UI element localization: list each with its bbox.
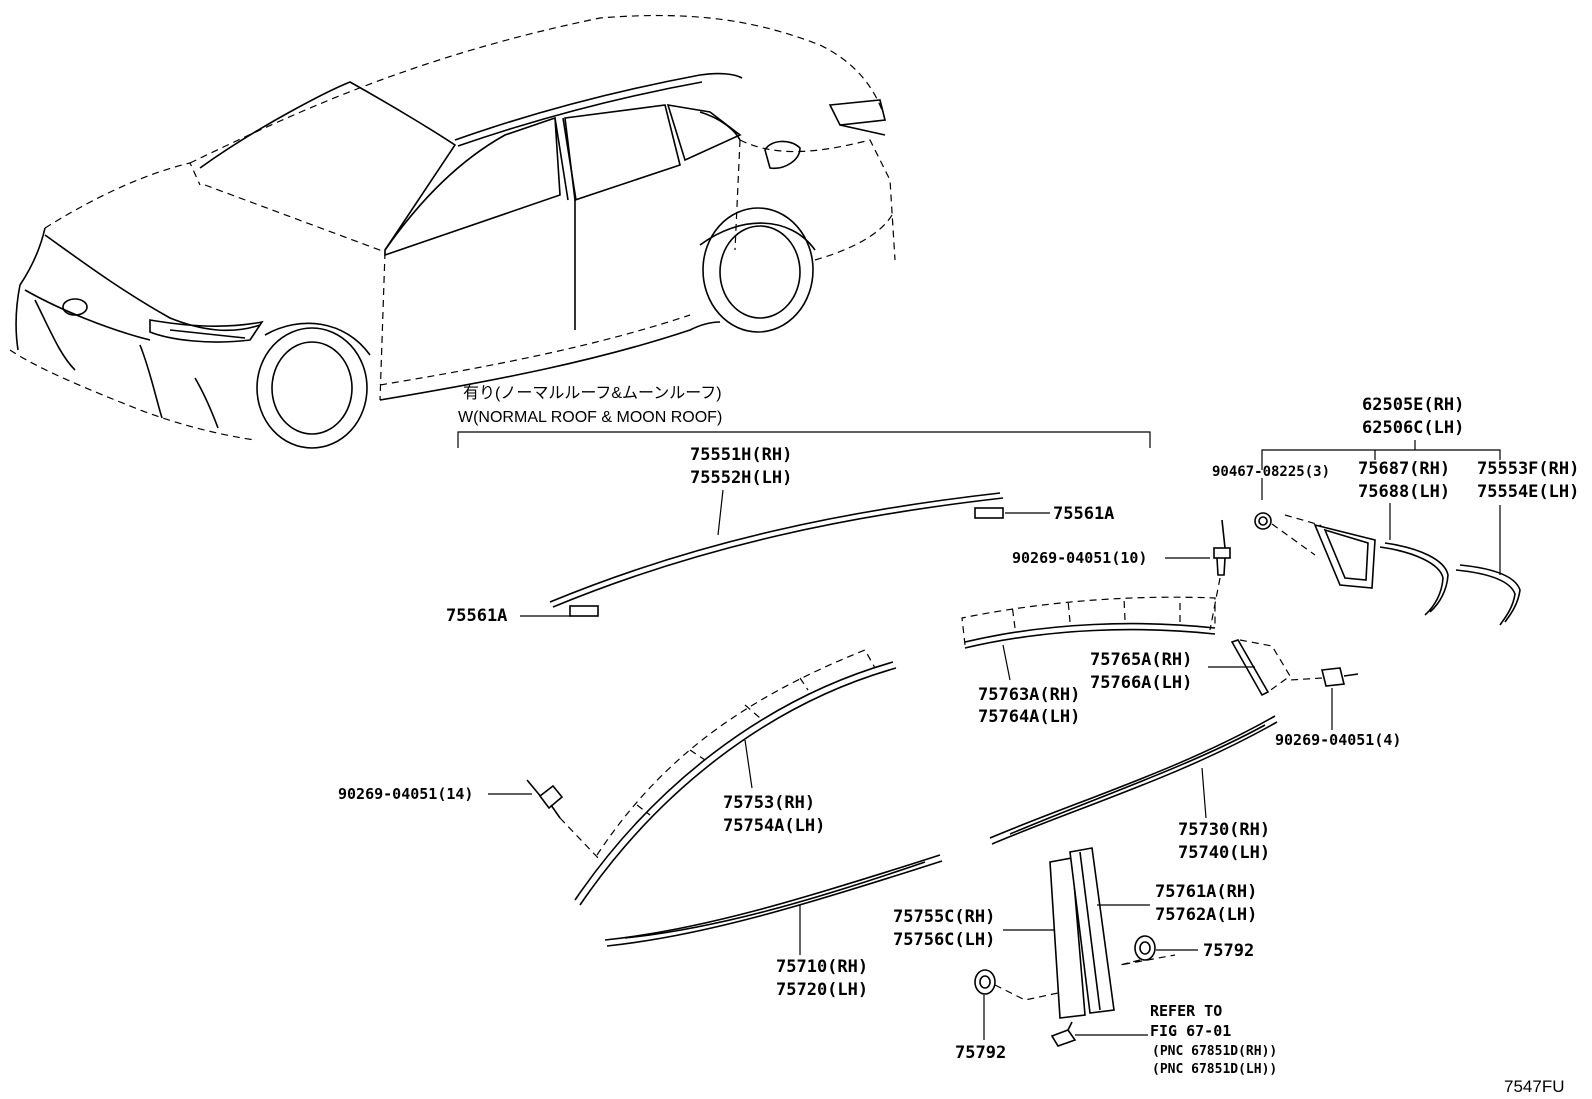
label-75764a: 75764A(LH) xyxy=(978,707,1080,727)
refer-line-1: REFER TO xyxy=(1150,1002,1222,1020)
label-75561a-bottom: 75561A xyxy=(446,606,507,626)
label-75792-bottom: 75792 xyxy=(955,1043,1006,1063)
clip-75561a-top-shape xyxy=(974,507,1004,519)
figure-id: 7547FU xyxy=(1504,1077,1564,1096)
clip-75561a-bottom-shape xyxy=(569,605,599,617)
label-75710: 75710(RH) xyxy=(776,957,868,977)
front-upper-molding-part xyxy=(574,649,897,906)
label-75763a: 75763A(RH) xyxy=(978,685,1080,705)
label-75753: 75753(RH) xyxy=(723,793,815,813)
label-90269-10: 90269-04051(10) xyxy=(1012,549,1147,567)
label-75754a: 75754A(LH) xyxy=(723,816,825,836)
roof-molding-part xyxy=(549,492,1004,608)
label-75762a: 75762A(LH) xyxy=(1155,905,1257,925)
clip-90269-10-shape xyxy=(1213,519,1231,576)
label-75553f: 75553F(RH) xyxy=(1477,459,1579,479)
label-75761a: 75761A(RH) xyxy=(1155,882,1257,902)
label-90269-14: 90269-04051(14) xyxy=(338,785,473,803)
label-75755c: 75755C(RH) xyxy=(893,907,995,927)
label-75766a: 75766A(LH) xyxy=(1090,673,1192,693)
group-label-jp: 有り(ノーマルルーフ&ムーンルーフ) xyxy=(463,384,722,402)
vehicle-illustration xyxy=(9,14,896,449)
label-75756c: 75756C(LH) xyxy=(893,930,995,950)
refer-line-4: (PNC 67851D(LH)) xyxy=(1152,1062,1277,1077)
clip-90269-4-shape xyxy=(1321,667,1359,687)
label-75792-right: 75792 xyxy=(1203,941,1254,961)
label-62506c: 62506C(LH) xyxy=(1362,418,1464,438)
label-75561a-top: 75561A xyxy=(1053,504,1114,524)
refer-bracket-shape xyxy=(1050,1021,1077,1047)
label-75552h: 75552H(LH) xyxy=(690,468,792,488)
label-75720: 75720(LH) xyxy=(776,980,868,1000)
label-75687: 75687(RH) xyxy=(1358,459,1450,479)
label-90269-4: 90269-04051(4) xyxy=(1275,731,1401,749)
label-62505e: 62505E(RH) xyxy=(1362,395,1464,415)
refer-line-3: (PNC 67851D(RH)) xyxy=(1152,1044,1277,1059)
quarter-glass-part xyxy=(1313,523,1376,589)
group-label-en: W(NORMAL ROOF & MOON ROOF) xyxy=(458,409,722,426)
pillar-front-part xyxy=(1049,857,1086,1019)
clip-90269-14-shape xyxy=(526,779,564,819)
pillar-rear-part xyxy=(1069,847,1115,1014)
belt-rear-molding-part xyxy=(989,715,1278,845)
label-75730: 75730(RH) xyxy=(1178,820,1270,840)
group-bracket xyxy=(457,431,1151,448)
label-75688: 75688(LH) xyxy=(1358,482,1450,502)
label-75554e: 75554E(LH) xyxy=(1477,482,1579,502)
upper-rear-molding-part xyxy=(961,596,1216,649)
screw-90467-shape xyxy=(1254,478,1272,530)
quarter-mold-part xyxy=(1384,542,1449,613)
label-90467: 90467-08225(3) xyxy=(1212,464,1330,480)
quarter-bracket xyxy=(1261,449,1501,470)
clip-75792-right-shape xyxy=(1134,935,1156,961)
label-75551h: 75551H(RH) xyxy=(690,445,792,465)
label-75740: 75740(LH) xyxy=(1178,843,1270,863)
belt-front-molding-part xyxy=(604,854,943,947)
refer-line-2: FIG 67-01 xyxy=(1150,1022,1231,1040)
clip-75792-bottom-shape xyxy=(974,969,996,995)
quarter-outer-part xyxy=(1459,564,1521,623)
label-75765a: 75765A(RH) xyxy=(1090,650,1192,670)
